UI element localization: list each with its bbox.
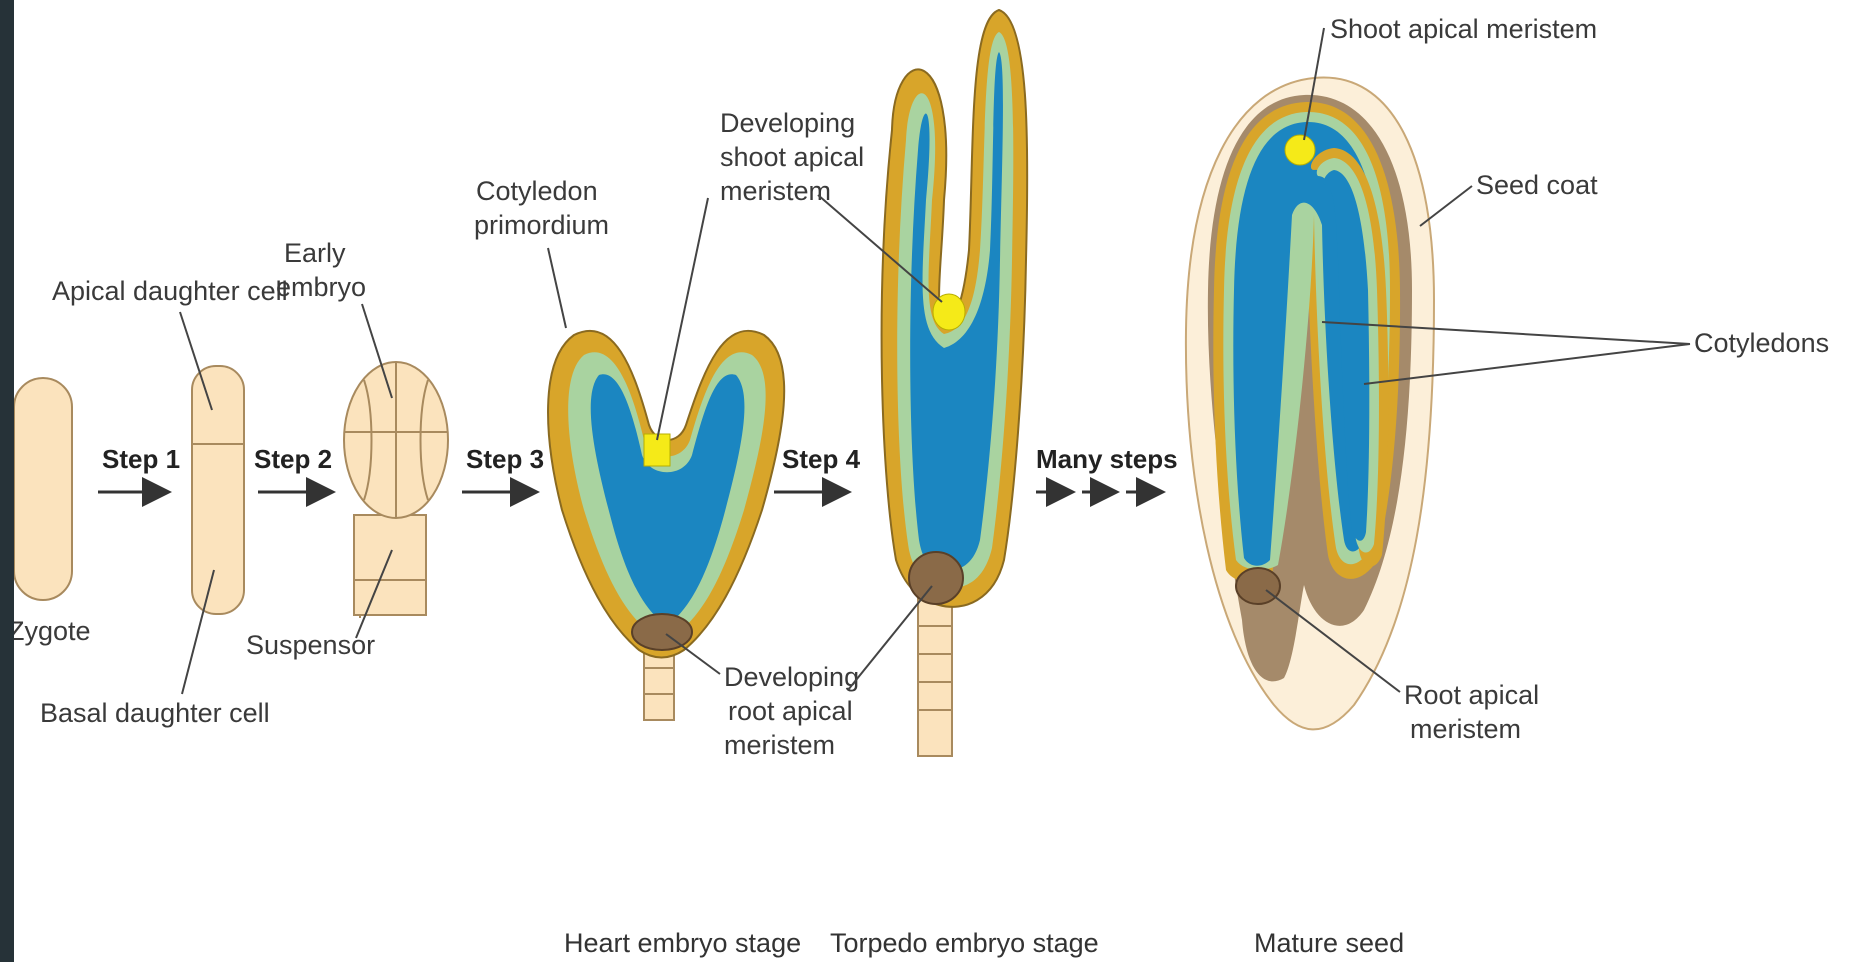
basal-daughter-label: Basal daughter cell <box>40 698 270 728</box>
step-2-label: Step 2 <box>254 444 332 474</box>
dev-root-label-2: root apical <box>728 696 853 726</box>
zygote-cell <box>14 378 72 600</box>
mature-seed-caption: Mature seed <box>1254 928 1404 958</box>
torpedo-embryo <box>882 10 1028 756</box>
suspensor-label: Suspensor <box>246 630 375 660</box>
seed-coat-label: Seed coat <box>1476 170 1598 200</box>
heart-stage-caption: Heart embryo stage <box>564 928 801 958</box>
dev-root-label-3: meristem <box>724 730 835 760</box>
dev-shoot-label-2: shoot apical <box>720 142 864 172</box>
root-apical-label-1: Root apical <box>1404 680 1539 710</box>
early-embryo-label-2: embryo <box>276 272 366 302</box>
apical-daughter-label: Apical daughter cell <box>52 276 288 306</box>
many-steps-label: Many steps <box>1036 444 1178 474</box>
cotyledon-primordium-label-1: Cotyledon <box>476 176 598 206</box>
step-1-label: Step 1 <box>102 444 180 474</box>
dev-shoot-label-1: Developing <box>720 108 855 138</box>
mature-seed <box>1186 78 1434 730</box>
zygote-label: Zygote <box>14 616 91 646</box>
embryo-development-diagram: Zygote Step 1 Apical daughter cell Basal… <box>14 0 1868 962</box>
diagram-canvas: Zygote Step 1 Apical daughter cell Basal… <box>14 0 1868 962</box>
torpedo-stage-caption: Torpedo embryo stage <box>830 928 1099 958</box>
dev-root-label-1: Developing <box>724 662 859 692</box>
early-embryo <box>344 362 448 618</box>
shoot-apical-meristem-label: Shoot apical meristem <box>1330 14 1597 44</box>
dev-shoot-label-3: meristem <box>720 176 831 206</box>
cotyledon-primordium-label-2: primordium <box>474 210 609 240</box>
root-apical-label-2: meristem <box>1410 714 1521 744</box>
early-embryo-label-1: Early <box>284 238 346 268</box>
cotyledon-primordium-leader <box>548 248 566 328</box>
two-cell-embryo <box>192 366 244 614</box>
cotyledons-label: Cotyledons <box>1694 328 1829 358</box>
step-4-label: Step 4 <box>782 444 861 474</box>
step-3-label: Step 3 <box>466 444 544 474</box>
